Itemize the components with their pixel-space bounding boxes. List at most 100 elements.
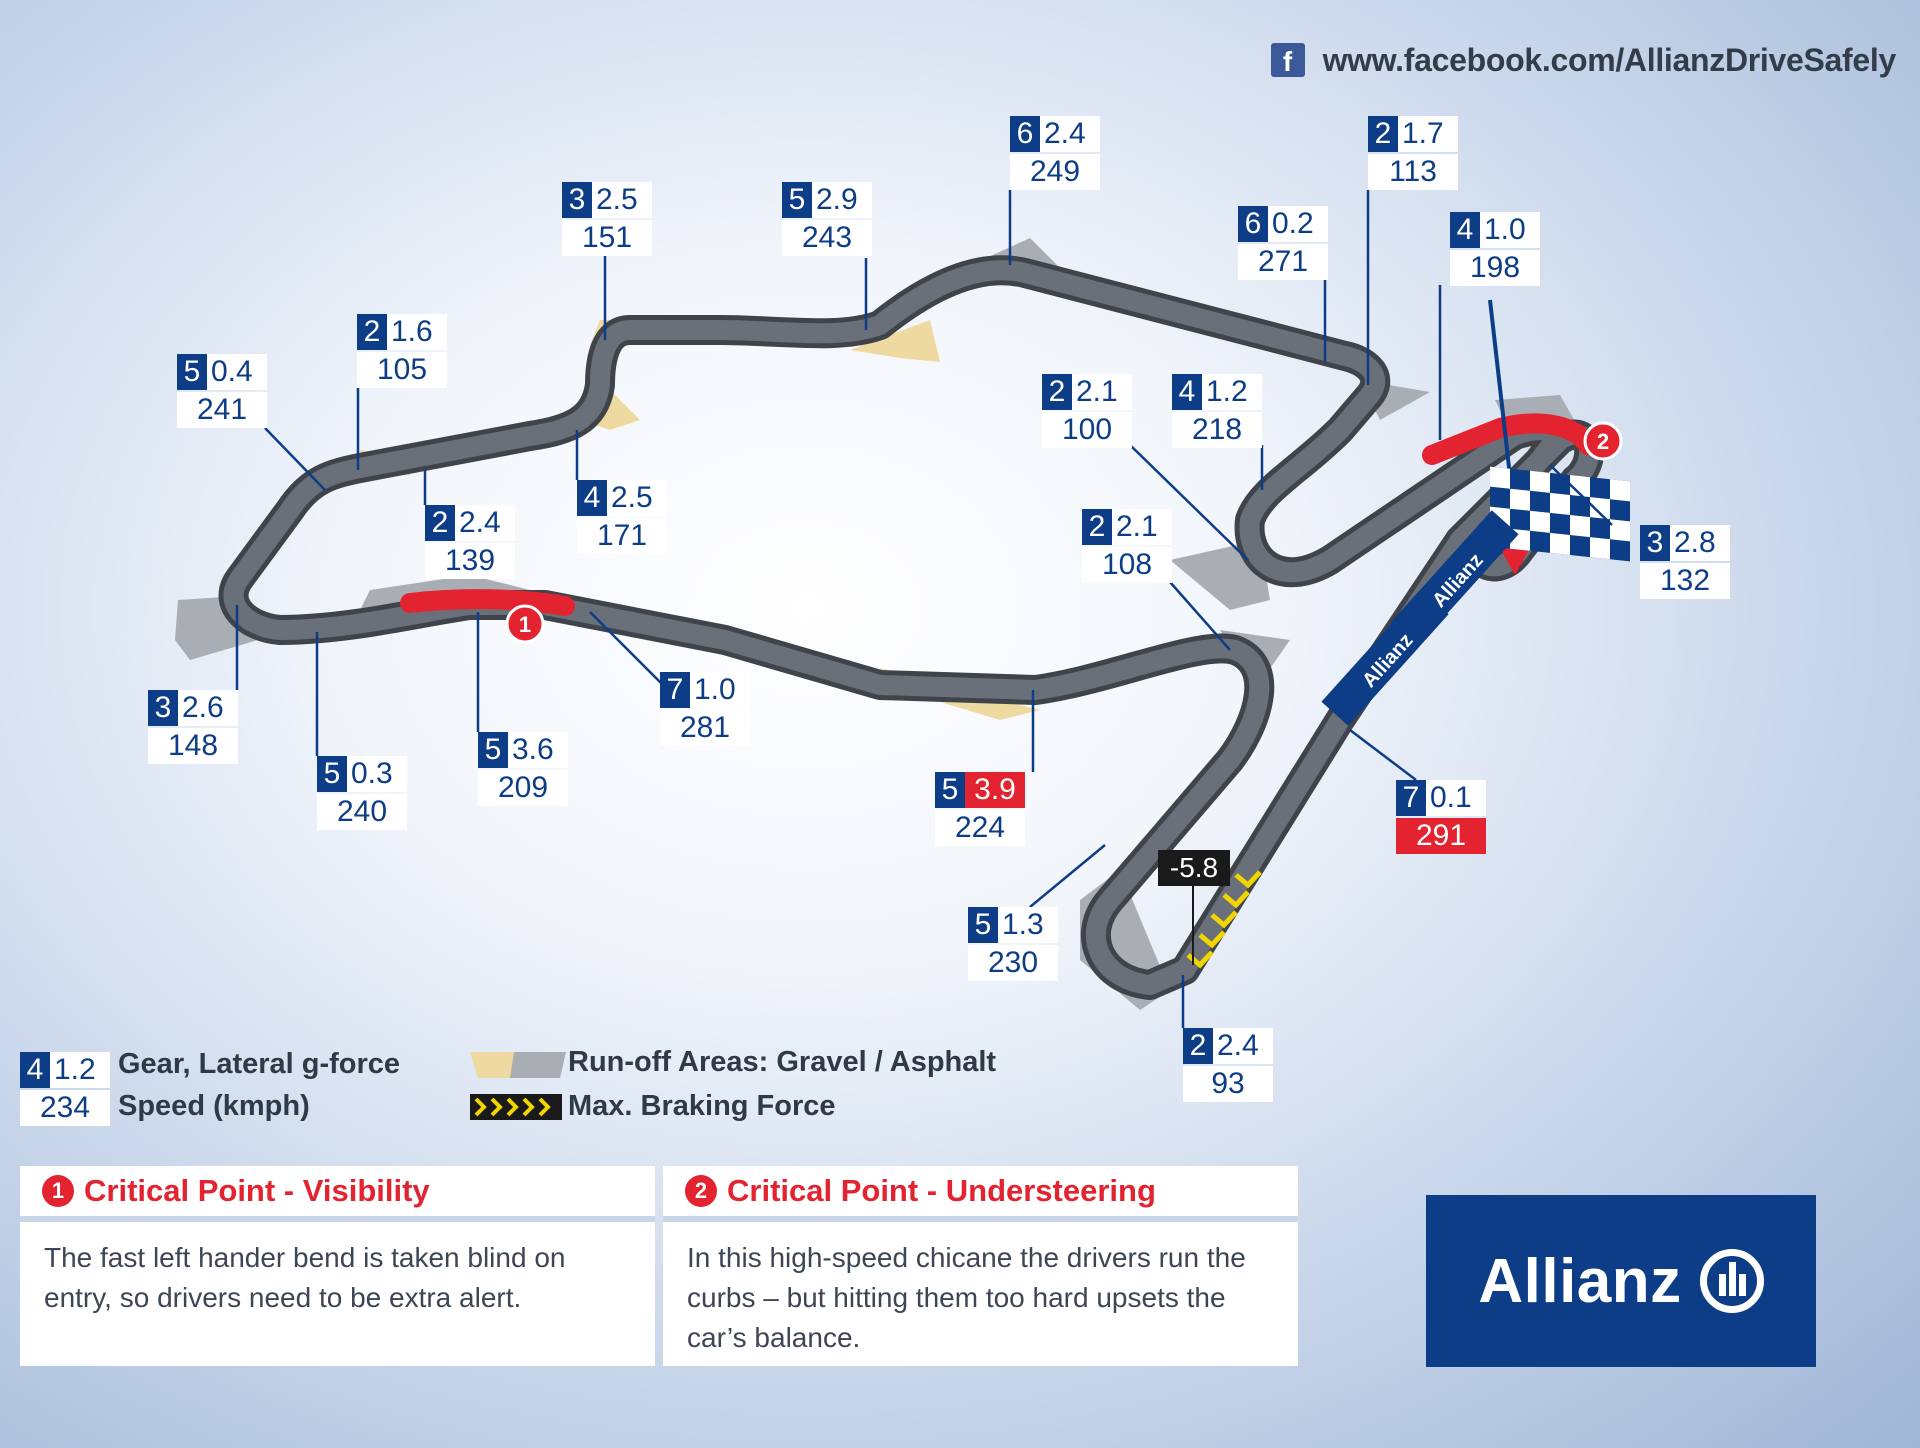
track-surface: [218, 255, 1605, 1000]
gear-value: 5: [478, 732, 508, 768]
critical-point-2-box: 2 Critical Point - Understeering In this…: [663, 1166, 1298, 1366]
g-force-value: 2.1: [1112, 509, 1172, 545]
speed-value: 198: [1450, 250, 1540, 286]
gear-value: 5: [177, 354, 207, 390]
speed-value: 171: [577, 518, 667, 554]
gear-value: 2: [1042, 374, 1072, 410]
speed-value: 224: [935, 810, 1025, 846]
g-force-value: 2.9: [812, 182, 872, 218]
speed-value: 105: [357, 352, 447, 388]
speed-value: 281: [660, 710, 750, 746]
speed-value: 132: [1640, 563, 1730, 599]
g-force-value: 2.5: [607, 480, 667, 516]
facebook-link[interactable]: f www.facebook.com/AllianzDriveSafely: [1270, 40, 1896, 80]
critical-point-1-title: Critical Point - Visibility: [84, 1173, 430, 1208]
speed-value: 113: [1368, 154, 1458, 190]
gear-value: 3: [562, 182, 592, 218]
max-braking-tag: -5.8: [1158, 850, 1230, 886]
g-force-value: 2.4: [1213, 1028, 1273, 1064]
g-force-value: 3.9: [965, 772, 1025, 808]
speed-value: 271: [1238, 244, 1328, 280]
g-force-value: 1.2: [1202, 374, 1262, 410]
legend-runoff-label: Run-off Areas: Gravel / Asphalt: [568, 1046, 997, 1078]
gravel-runoff: [850, 320, 940, 362]
speed-value: 209: [478, 770, 568, 806]
gear-value: 4: [1450, 212, 1480, 248]
g-force-value: 1.6: [387, 314, 447, 350]
legend-speed-label: Speed (kmph): [118, 1090, 310, 1122]
gear-value: 2: [1368, 116, 1398, 152]
gear-value: 4: [577, 480, 607, 516]
critical-point-1-text: The fast left hander bend is taken blind…: [44, 1242, 566, 1313]
critical-marker-2: 2: [1583, 421, 1623, 461]
critical-point-2-number: 2: [685, 1175, 717, 1207]
allianz-eagle-icon: [1699, 1249, 1764, 1313]
facebook-icon: f: [1270, 43, 1305, 77]
gear-value: 7: [1396, 780, 1426, 816]
critical-point-1-header: 1 Critical Point - Visibility: [20, 1166, 655, 1222]
g-force-value: 0.3: [347, 756, 407, 792]
allianz-logo: Allianz: [1426, 1195, 1816, 1367]
critical-point-1-box: 1 Critical Point - Visibility The fast l…: [20, 1166, 655, 1366]
g-force-value: 1.3: [998, 907, 1058, 943]
marker-leader-lines: [235, 190, 1613, 1028]
logo-text: Allianz: [1478, 1246, 1682, 1316]
speed-value: 241: [177, 392, 267, 428]
gear-value: 2: [425, 505, 455, 541]
g-force-value: 1.0: [1480, 212, 1540, 248]
g-force-value: 2.6: [178, 690, 238, 726]
legend-sample-tag: 4 1.2 234: [20, 1052, 110, 1126]
braking-legend-icon: [470, 1094, 562, 1120]
gear-value: 2: [357, 314, 387, 350]
speed-value: 243: [782, 220, 872, 256]
speed-value: 151: [562, 220, 652, 256]
g-force-value: 2.5: [592, 182, 652, 218]
gear-value: 4: [1172, 374, 1202, 410]
gear-value: 6: [1010, 116, 1040, 152]
speed-value: 100: [1042, 412, 1132, 448]
track-asphalt: [223, 260, 1600, 995]
speed-value: 230: [968, 945, 1058, 981]
g-force-value: 3.6: [508, 732, 568, 768]
g-force-value: 2.8: [1670, 525, 1730, 561]
speed-value: 249: [1010, 154, 1100, 190]
legend-gear-g-label: Gear, Lateral g-force: [118, 1048, 401, 1080]
svg-text:1: 1: [519, 612, 531, 637]
g-force-value: 0.1: [1426, 780, 1486, 816]
braking-chevrons: [1186, 870, 1262, 969]
speed-value: 218: [1172, 412, 1262, 448]
g-force-value: 1.7: [1398, 116, 1458, 152]
gear-value: 7: [660, 672, 690, 708]
speed-value: 108: [1082, 547, 1172, 583]
speed-value: 93: [1183, 1066, 1273, 1102]
g-force-value: 2.1: [1072, 374, 1132, 410]
speed-value: 291: [1396, 818, 1486, 854]
g-force-value: 0.4: [207, 354, 267, 390]
critical-point-2-header: 2 Critical Point - Understeering: [663, 1166, 1298, 1222]
gear-value: 5: [317, 756, 347, 792]
g-force-value: 1.0: [690, 672, 750, 708]
gear-value: 2: [1183, 1028, 1213, 1064]
critical-point-2-text: In this high-speed chicane the drivers r…: [687, 1242, 1246, 1353]
gear-value: 6: [1238, 206, 1268, 242]
